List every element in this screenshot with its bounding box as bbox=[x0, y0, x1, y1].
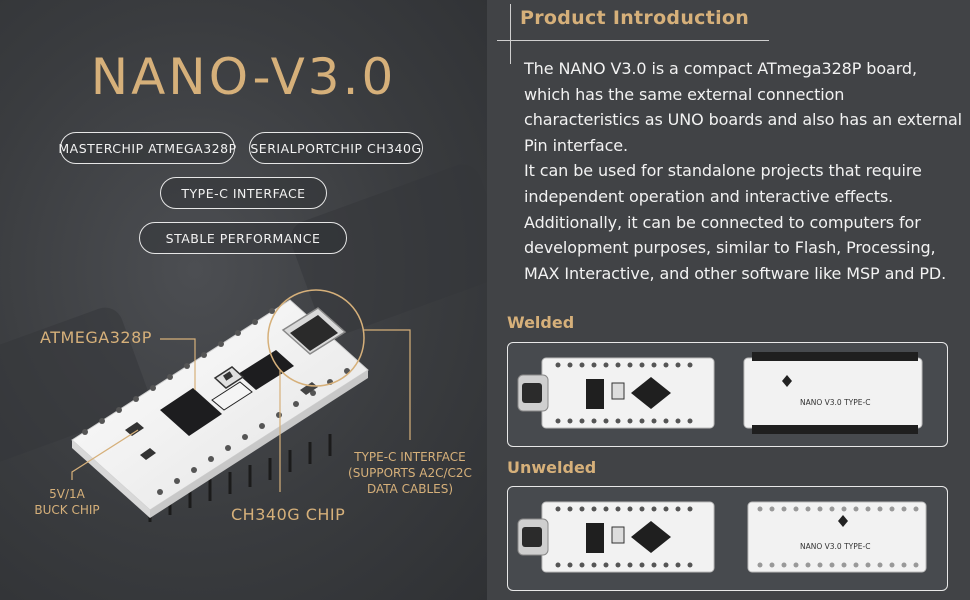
intro-paragraph-2: It can be used for standalone projects t… bbox=[524, 161, 947, 283]
unwelded-back-text: NANO V3.0 TYPE-C bbox=[800, 542, 870, 551]
left-panel: NANO-V3.0 MASTERCHIP ATMEGA328P SERIALPO… bbox=[0, 0, 487, 600]
unwelded-board-box: NANO V3.0 TYPE-C bbox=[507, 486, 948, 591]
callout-buck-chip: 5V/1A BUCK CHIP bbox=[22, 486, 112, 518]
pill-typec: TYPE-C INTERFACE bbox=[160, 177, 327, 209]
welded-label: Welded bbox=[507, 313, 575, 332]
welded-boards-image: NANO V3.0 TYPE-C bbox=[517, 352, 923, 434]
nano-board-illustration bbox=[71, 289, 411, 522]
callout-buck-line1: 5V/1A bbox=[49, 487, 85, 501]
product-introduction-heading: Product Introduction bbox=[520, 7, 750, 29]
ch340g-chip bbox=[238, 350, 294, 390]
callout-typec-line3: DATA CABLES) bbox=[366, 482, 454, 496]
welded-back-text: NANO V3.0 TYPE-C bbox=[800, 398, 870, 407]
pill-masterchip: MASTERCHIP ATMEGA328P bbox=[58, 132, 236, 164]
unwelded-boards-image: NANO V3.0 TYPE-C bbox=[517, 501, 927, 573]
heading-vertical-rule bbox=[510, 4, 511, 64]
callout-buck-line2: BUCK CHIP bbox=[34, 503, 100, 517]
callout-typec-interface: TYPE-C INTERFACE (SUPPORTS A2C/C2C DATA … bbox=[335, 449, 485, 497]
pill-serialport: SERIALPORTCHIP CH340G bbox=[249, 132, 423, 164]
atmega-chip bbox=[160, 388, 222, 436]
pill-stable: STABLE PERFORMANCE bbox=[139, 222, 347, 254]
heading-horizontal-rule bbox=[497, 40, 769, 41]
callout-ch340g-chip: CH340G CHIP bbox=[231, 505, 346, 524]
intro-paragraph-1: The NANO V3.0 is a compact ATmega328P bo… bbox=[524, 59, 963, 155]
product-title: NANO-V3.0 bbox=[90, 48, 397, 106]
callout-typec-line1: TYPE-C INTERFACE bbox=[354, 450, 466, 464]
unwelded-label: Unwelded bbox=[507, 458, 597, 477]
welded-board-box: NANO V3.0 TYPE-C bbox=[507, 342, 948, 447]
pin-holes-top bbox=[82, 308, 275, 435]
callout-atmega328p: ATMEGA328P bbox=[40, 328, 152, 347]
product-introduction-text: The NANO V3.0 is a compact ATmega328P bo… bbox=[524, 56, 964, 286]
callout-typec-line2: (SUPPORTS A2C/C2C bbox=[348, 466, 472, 480]
